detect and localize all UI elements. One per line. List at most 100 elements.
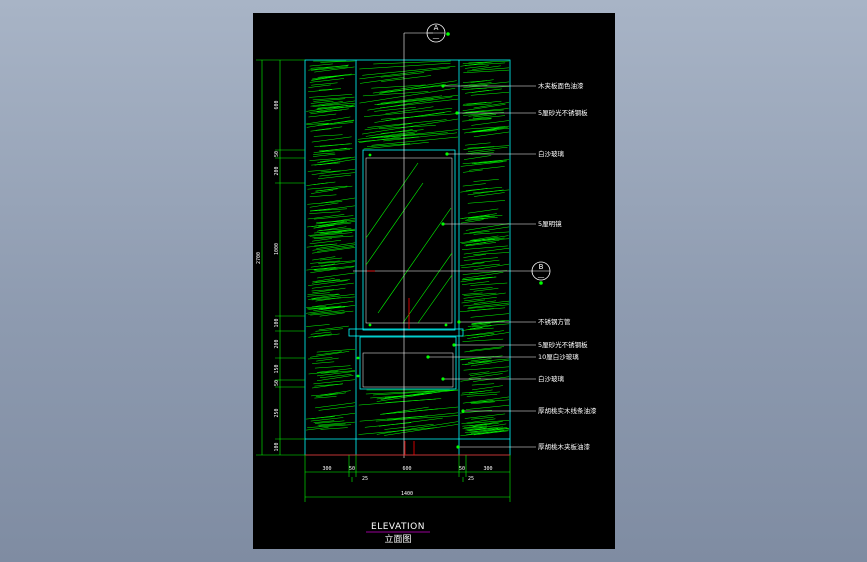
- grain-stroke: [319, 159, 356, 166]
- section-marker-b[interactable]: B —: [531, 261, 551, 285]
- dim-label: 50: [274, 151, 280, 157]
- grain-stroke: [462, 126, 506, 130]
- grain-stroke: [378, 417, 443, 427]
- dim-label: 250: [274, 408, 280, 417]
- grain-stroke: [472, 259, 500, 264]
- dim-label: 100: [274, 442, 280, 451]
- grain-stroke: [473, 179, 499, 182]
- grain-stroke: [473, 300, 497, 304]
- grain-stroke: [470, 79, 494, 83]
- grain-stroke: [363, 141, 429, 150]
- grain-stroke: [316, 242, 356, 249]
- grain-stroke: [316, 375, 354, 382]
- grain-stroke: [359, 88, 456, 104]
- grain-stroke: [313, 420, 335, 423]
- grain-stroke: [310, 108, 349, 115]
- grain-stroke: [467, 304, 510, 309]
- grain-stroke: [306, 122, 329, 125]
- grain-stroke: [466, 217, 498, 220]
- grain-stroke: [371, 84, 426, 89]
- grain-stroke: [461, 418, 496, 425]
- grain-stroke: [469, 287, 493, 290]
- grain-stroke: [385, 398, 436, 403]
- grain-stroke: [306, 305, 327, 308]
- grain-stroke: [315, 392, 347, 398]
- grain-stroke: [468, 302, 510, 308]
- grain-stroke: [317, 272, 356, 279]
- grain-stroke: [310, 266, 354, 273]
- grain-stroke: [373, 60, 451, 65]
- callout-label: 5厘砂光不锈钢板: [538, 340, 588, 349]
- grain-stroke: [384, 423, 434, 430]
- grain-stroke: [463, 146, 495, 150]
- grain-stroke: [315, 126, 343, 131]
- grain-stroke: [312, 287, 346, 294]
- grain-stroke: [312, 238, 332, 242]
- grain-stroke: [376, 393, 433, 400]
- grain-stroke: [320, 122, 354, 126]
- grain-stroke: [310, 331, 332, 335]
- grain-stroke: [462, 183, 486, 187]
- grain-stroke: [315, 402, 356, 409]
- grain-stroke: [464, 65, 489, 69]
- grain-stroke: [308, 280, 348, 286]
- grain-stroke: [320, 170, 341, 173]
- grain-stroke: [318, 405, 356, 411]
- grain-stroke: [463, 112, 498, 116]
- section-marker-a[interactable]: A —: [426, 23, 450, 43]
- grain-stroke: [369, 131, 418, 139]
- section-marker-b-sub: —: [538, 273, 545, 281]
- grain-stroke: [319, 374, 352, 379]
- grain-stroke: [470, 282, 508, 286]
- drawing-sheet: A — B —: [253, 13, 615, 549]
- dim-label: 300: [483, 466, 492, 472]
- grain-stroke: [471, 86, 510, 90]
- grain-stroke: [359, 77, 404, 84]
- grain-stroke: [473, 252, 510, 255]
- grain-stroke: [316, 351, 342, 356]
- grain-stroke: [470, 399, 510, 404]
- grain-stroke: [363, 108, 453, 117]
- grain-stroke: [379, 98, 459, 109]
- grain-stroke: [310, 208, 330, 212]
- grain-stroke: [469, 346, 505, 351]
- grain-stroke: [470, 428, 510, 434]
- grain-stroke: [313, 134, 343, 137]
- grain-stroke: [313, 149, 351, 153]
- grain-stroke: [460, 276, 496, 283]
- grain-stroke: [464, 242, 486, 246]
- grain-stroke: [462, 103, 492, 106]
- grain-stroke: [465, 108, 509, 113]
- grain-stroke: [319, 423, 346, 427]
- grain-stroke: [467, 67, 510, 72]
- grain-stroke: [471, 416, 494, 420]
- grain-stroke: [461, 215, 490, 219]
- dim-label: 300: [322, 466, 331, 472]
- grain-stroke: [468, 117, 492, 120]
- grain-stroke: [469, 237, 505, 241]
- grain-stroke: [467, 146, 508, 152]
- grain-stroke: [310, 65, 349, 69]
- grain-stroke: [367, 96, 453, 111]
- grain-stroke: [319, 143, 351, 147]
- grain-stroke: [310, 128, 331, 132]
- grain-stroke: [380, 129, 424, 134]
- grain-stroke: [380, 113, 459, 120]
- grain-stroke: [461, 281, 490, 285]
- grain-stroke: [313, 98, 346, 102]
- grain-stroke: [384, 424, 459, 436]
- grain-stroke: [383, 132, 458, 142]
- grain-stroke: [461, 245, 508, 250]
- grain-stroke: [470, 214, 503, 219]
- grain-stroke: [316, 348, 356, 353]
- grain-stroke: [315, 279, 350, 283]
- grain-stroke: [460, 391, 500, 396]
- grain-stroke: [469, 426, 503, 431]
- grain-stroke: [463, 257, 498, 261]
- dim-total-height: 2700: [256, 252, 262, 264]
- grain-stroke: [381, 75, 432, 82]
- grain-stroke: [309, 232, 353, 237]
- grain-stroke: [359, 67, 450, 80]
- grain-stroke: [313, 152, 335, 155]
